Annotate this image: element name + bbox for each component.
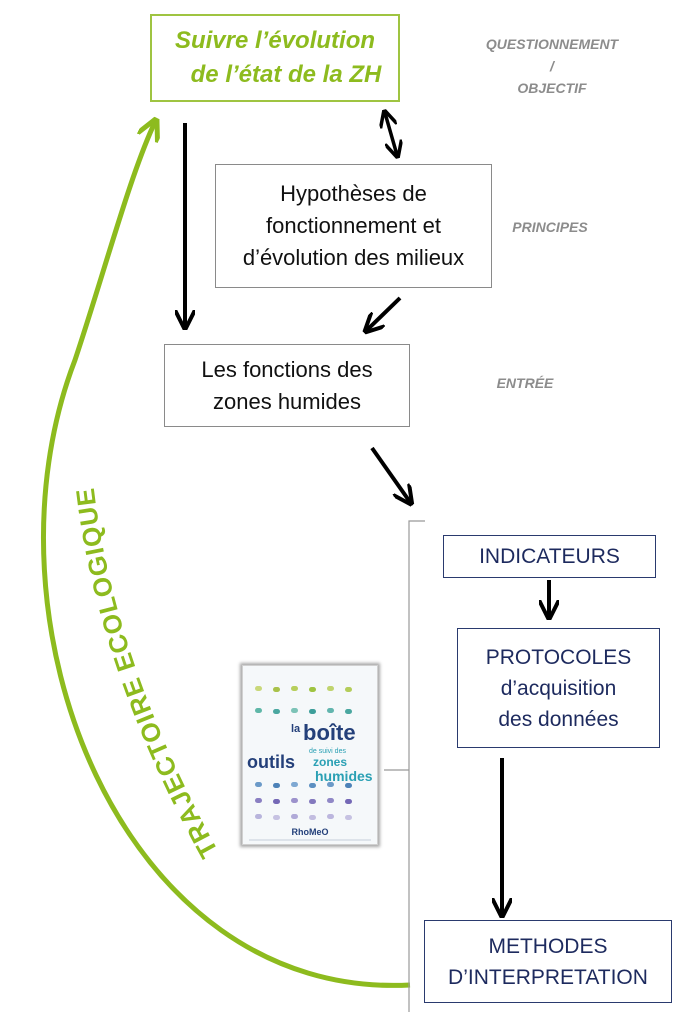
cover-footer-bar [249, 839, 371, 841]
grouping-bracket [408, 520, 425, 1012]
objective-line-1: Suivre l’évolution [174, 27, 376, 54]
cover-title-humides: humides [315, 768, 373, 784]
functions-line-2: zones humides [213, 388, 361, 414]
hypotheses-line-2: fonctionnement et [266, 213, 441, 238]
arrow-objective-hypotheses [385, 113, 397, 155]
protocols-line-2: d’acquisition [500, 676, 617, 700]
label-slash: / [550, 58, 554, 74]
hypotheses-line-3: d’évolution des milieux [242, 245, 465, 270]
cover-title-de-suivi: de suivi des [309, 748, 346, 755]
methods-box: METHODES D’INTERPRETATION [424, 920, 672, 1003]
cover-title-outils: outils [247, 752, 295, 772]
hypotheses-box: Hypothèses de fonctionnement et d’évolut… [215, 164, 492, 288]
arrow-functions-to-indicators [370, 446, 410, 502]
cover-title-boite: boîte [303, 720, 356, 745]
functions-box: Les fonctions des zones humides [164, 344, 410, 427]
cover-title-la: la [291, 723, 301, 735]
indicators-box: INDICATEURS [443, 535, 656, 578]
objective-line-2: de l’état de la ZH [190, 61, 382, 88]
protocols-line-1: PROTOCOLES [485, 645, 632, 669]
trajectory-label: TRAJECTOIRE ECOLOGIQUE [70, 486, 224, 863]
cover-title-zones: zones [313, 755, 348, 769]
label-objectif: OBJECTIF [517, 80, 587, 96]
methods-line-2: D’INTERPRETATION [448, 965, 648, 989]
objective-box: Suivre l’évolution de l’état de la ZH [150, 14, 400, 102]
arrow-hypotheses-to-functions [367, 296, 402, 330]
label-entree: ENTRÉE [496, 375, 554, 391]
hypotheses-line-1: Hypothèses de [280, 181, 427, 206]
label-questionnement: QUESTIONNEMENT [485, 36, 619, 52]
functions-line-1: Les fonctions des [201, 356, 373, 382]
protocols-line-3: des données [498, 707, 619, 731]
methods-line-1: METHODES [488, 934, 608, 958]
toolbox-cover-image: la boîte outils de suivi des zones humid… [242, 665, 378, 845]
protocols-box: PROTOCOLES d’acquisition des données [457, 628, 660, 748]
cover-brand-rhomeo: RhoMeO [291, 827, 329, 837]
label-questionnement-objectif: QUESTIONNEMENT / OBJECTIF [462, 33, 642, 99]
indicators-line-1: INDICATEURS [479, 545, 620, 568]
trajectory-arc [40, 122, 411, 988]
label-principes: PRINCIPES [512, 219, 588, 235]
